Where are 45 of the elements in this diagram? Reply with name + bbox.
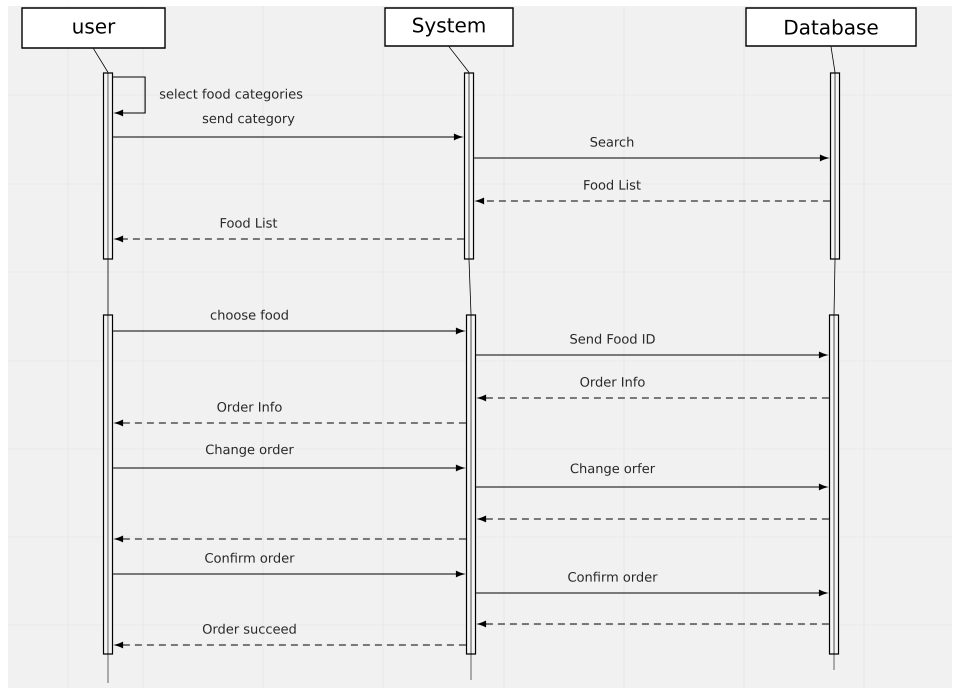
actor-box: user bbox=[21, 7, 166, 49]
edge-label: Confirm order bbox=[568, 572, 658, 582]
edge-label: Order succeed bbox=[202, 624, 296, 634]
activation-bar bbox=[464, 72, 474, 260]
message-arrow bbox=[113, 464, 464, 472]
return-message-arrow bbox=[114, 642, 466, 648]
edge-label: Food List bbox=[220, 218, 278, 228]
return-message-arrow bbox=[478, 516, 829, 522]
message-arrow bbox=[476, 352, 828, 358]
message-arrow bbox=[476, 590, 828, 596]
edge-label: Change order bbox=[206, 444, 294, 457]
return-message-arrow bbox=[114, 536, 466, 542]
edge-label: Change orfer bbox=[570, 463, 656, 476]
lifeline bbox=[834, 259, 836, 315]
edge-label: choose food bbox=[210, 310, 288, 320]
lifeline bbox=[830, 46, 836, 73]
message-arrow bbox=[474, 154, 828, 162]
message-arrow bbox=[476, 484, 828, 490]
edge-label: Food List bbox=[584, 180, 641, 190]
actor-box: Database bbox=[745, 7, 917, 47]
edge-label: Confirm order bbox=[205, 552, 295, 563]
return-message-arrow bbox=[114, 420, 466, 426]
activation-bar bbox=[466, 314, 476, 655]
message-arrow bbox=[113, 328, 464, 334]
edge-label: Search bbox=[590, 136, 634, 147]
actor-box: System bbox=[384, 7, 514, 47]
lifeline bbox=[468, 259, 472, 315]
return-message-arrow bbox=[476, 198, 830, 204]
edge-label: Order Info bbox=[580, 376, 645, 387]
edge-label: send category bbox=[202, 113, 295, 126]
return-message-arrow bbox=[478, 620, 829, 628]
edge-label: Order Info bbox=[217, 402, 282, 412]
return-message-arrow bbox=[478, 394, 829, 402]
activation-bar bbox=[828, 314, 840, 655]
message-arrow bbox=[113, 134, 462, 140]
activation-bar bbox=[102, 314, 114, 655]
activation-bar bbox=[102, 72, 114, 260]
lifeline bbox=[448, 46, 470, 73]
edge-label: select food categories bbox=[160, 88, 302, 102]
edge-label: Send Food ID bbox=[570, 334, 655, 344]
activation-bar bbox=[830, 72, 840, 260]
self-message-arrow bbox=[113, 76, 146, 116]
lifeline bbox=[93, 48, 108, 73]
return-message-arrow bbox=[114, 236, 464, 242]
message-arrow bbox=[113, 570, 464, 578]
